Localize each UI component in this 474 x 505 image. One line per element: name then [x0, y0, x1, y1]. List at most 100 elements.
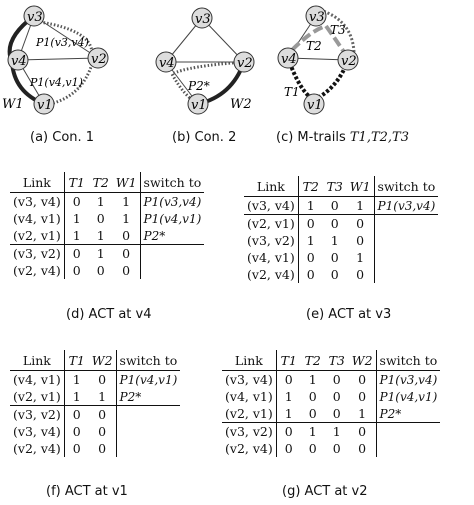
switch-to-cell: [116, 405, 181, 423]
value-cell: 0: [96, 263, 105, 278]
column-header: T2: [88, 172, 113, 193]
value-cell: 0: [64, 405, 89, 423]
switch-to-cell: P2*: [119, 389, 142, 404]
svg-text:v2: v2: [237, 56, 253, 71]
column-header: Link: [10, 350, 65, 371]
link-cell: (v2, v1): [10, 388, 65, 406]
label-p1-v4v1: P1(v4,v1): [29, 76, 83, 89]
switch-to-cell: [374, 249, 438, 266]
link-cell: (v3, v4): [10, 423, 65, 440]
value-cell: 0: [72, 263, 81, 278]
value-cell: 0: [332, 441, 341, 456]
link-cell: (v4, v1): [244, 249, 299, 266]
link-cell: (v4, v1): [10, 210, 65, 227]
node-v1: v1: [187, 93, 209, 115]
diagram-c: v3 v4 v2 v1 T3 T2 T1: [277, 5, 359, 115]
node-v1: v1: [33, 93, 55, 115]
column-header: W2: [88, 350, 117, 371]
value-cell: 1: [72, 228, 81, 243]
svg-text:v2: v2: [91, 52, 107, 67]
caption-a: (a) Con. 1: [30, 130, 95, 145]
column-header: switch to: [374, 176, 439, 197]
value-cell: 0: [112, 244, 141, 262]
value-cell: 0: [96, 211, 105, 226]
column-header: switch to: [140, 172, 205, 193]
link-cell: (v2, v1): [244, 214, 299, 232]
column-header: W1: [346, 176, 375, 197]
value-cell: 0: [112, 227, 141, 245]
switch-to-cell: P2*: [143, 228, 166, 243]
link-cell: (v4, v1): [10, 370, 65, 388]
switch-to-cell: [376, 440, 440, 457]
value-cell: 0: [346, 214, 375, 232]
switch-to-cell: P2*: [379, 406, 402, 421]
value-cell: 1: [96, 194, 105, 209]
value-cell: 0: [298, 214, 323, 232]
value-cell: 1: [330, 233, 339, 248]
value-cell: 0: [346, 232, 375, 249]
column-header: T1: [64, 350, 89, 371]
switch-to-cell: [374, 214, 439, 232]
switch-to-cell: [140, 244, 205, 262]
column-header: Link: [10, 172, 65, 193]
svg-text:v2: v2: [341, 54, 357, 69]
switch-to-cell: [374, 266, 438, 283]
value-cell: 1: [346, 196, 375, 215]
value-cell: 0: [332, 372, 341, 387]
column-header: T1: [64, 172, 89, 193]
node-v4: v4: [277, 47, 299, 69]
node-v4: v4: [7, 49, 29, 71]
switch-to-cell: P1(v4,v1): [143, 211, 202, 226]
node-v4: v4: [155, 51, 177, 73]
column-header: Link: [222, 350, 277, 371]
value-cell: 0: [276, 422, 301, 440]
value-cell: 0: [308, 441, 317, 456]
value-cell: 0: [332, 406, 341, 421]
value-cell: 0: [284, 441, 293, 456]
svg-text:v4: v4: [159, 56, 175, 71]
value-cell: 1: [96, 228, 105, 243]
column-header: Link: [244, 176, 299, 197]
node-v3: v3: [23, 5, 45, 27]
column-header: W2: [348, 350, 377, 371]
link-cell: (v3, v4): [244, 196, 299, 215]
label-w1: W1: [2, 97, 24, 112]
column-header: switch to: [376, 350, 441, 371]
link-cell: (v2, v1): [10, 227, 65, 245]
value-cell: 1: [300, 422, 325, 440]
p2-star-path: [169, 60, 245, 106]
column-header: T3: [324, 350, 349, 371]
value-cell: 1: [112, 192, 141, 210]
node-v1: v1: [303, 93, 325, 115]
value-cell: 1: [88, 244, 113, 262]
value-cell: 0: [332, 389, 341, 404]
node-v2: v2: [233, 51, 255, 73]
column-header: T2: [300, 350, 325, 371]
svg-text:v3: v3: [309, 10, 325, 25]
svg-text:v4: v4: [11, 54, 27, 69]
svg-text:v1: v1: [191, 98, 207, 113]
switch-to-cell: [116, 440, 180, 457]
label-w2: W2: [230, 97, 252, 112]
value-cell: 1: [72, 389, 81, 404]
column-header: T3: [322, 176, 347, 197]
link-cell: (v2, v4): [10, 440, 65, 457]
switch-to-cell: [376, 422, 441, 440]
link-cell: (v3, v2): [10, 405, 65, 423]
